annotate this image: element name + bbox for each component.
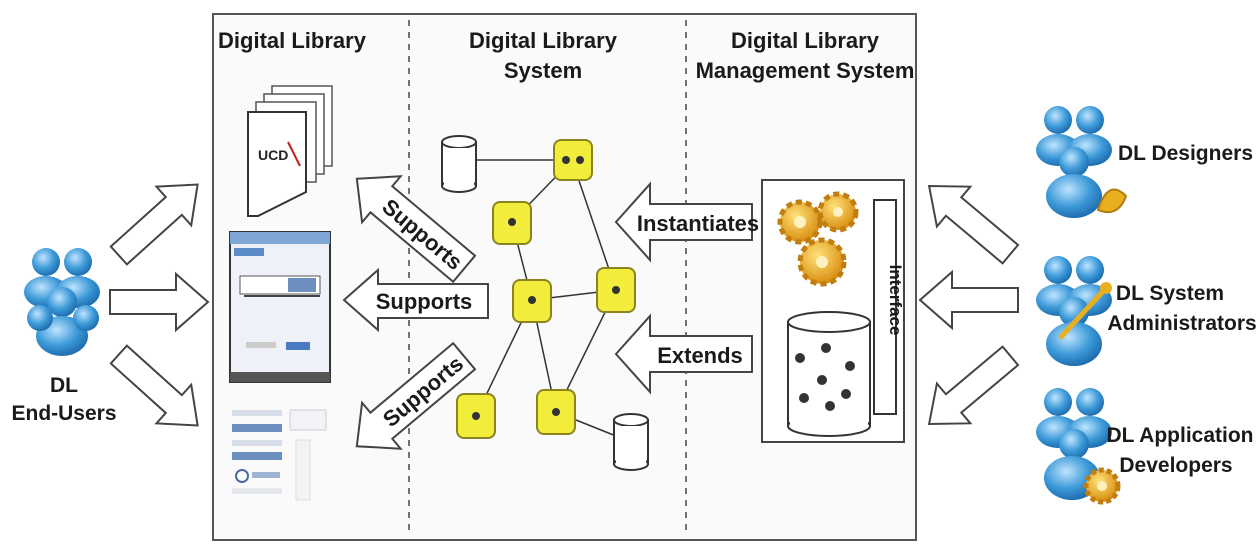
instantiates-arrow: Instantiates	[614, 181, 759, 263]
appdev-label-line1: DL Application	[1107, 424, 1254, 447]
sysadmin-arrow	[918, 269, 1019, 331]
appdev-arrow	[927, 345, 1020, 426]
dls-network-graph	[441, 135, 649, 471]
sysadmin-label-line1: DL System	[1116, 282, 1224, 305]
header-dls-line1: Digital Library	[469, 28, 618, 53]
supports-label-middle: Supports	[376, 289, 473, 314]
supports-arrow-middle: Supports	[342, 267, 489, 333]
extends-arrow: Extends	[614, 313, 753, 395]
end-users-label-line2: End-Users	[11, 402, 116, 425]
instantiates-label: Instantiates	[637, 211, 759, 236]
doc-logo: UCD	[258, 147, 288, 163]
header-dls-line2: System	[504, 58, 582, 83]
dls-node	[456, 393, 496, 439]
end-users-people-icon	[24, 248, 100, 356]
end-users-arrow-down	[109, 344, 199, 427]
designers-people-icon	[1036, 106, 1128, 218]
end-users-arrow-right	[109, 271, 210, 333]
appdev-label-line2: Developers	[1119, 454, 1232, 477]
dls-node	[536, 389, 576, 435]
interface-label: Interface	[886, 265, 905, 336]
dls-node	[492, 201, 532, 245]
dlms-box: Interface	[761, 179, 905, 443]
dls-node	[512, 279, 552, 323]
application-window-icon	[229, 231, 331, 383]
end-users-label-line1: DL	[50, 374, 78, 397]
extends-label: Extends	[657, 343, 743, 368]
repository-cylinder-icon	[787, 311, 871, 437]
header-digital-library: Digital Library	[218, 28, 367, 53]
gears-icon	[777, 191, 859, 287]
sysadmin-people-icon	[1036, 256, 1112, 366]
database-icon-top	[441, 135, 477, 193]
header-dlms-line1: Digital Library	[731, 28, 880, 53]
end-users-arrow-up	[109, 183, 199, 266]
designers-label: DL Designers	[1118, 142, 1253, 165]
interface-bar: Interface	[873, 199, 905, 415]
document-stack-icon: UCD	[247, 85, 333, 217]
database-icon-bottom	[613, 413, 649, 471]
web-form-icon	[232, 409, 327, 501]
dls-node	[596, 267, 636, 313]
dls-node	[553, 139, 593, 181]
appdev-people-icon	[1036, 388, 1121, 505]
sysadmin-label-line2: Administrators	[1107, 312, 1256, 335]
header-dlms-line2: Management System	[696, 58, 915, 83]
designers-arrow	[927, 184, 1020, 265]
